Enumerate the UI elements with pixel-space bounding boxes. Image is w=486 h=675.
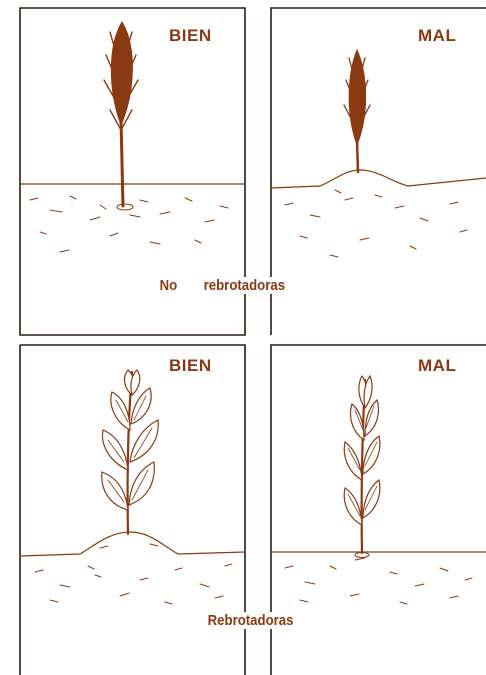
- caption-rebrotadoras-top: rebrotadoras: [201, 277, 288, 294]
- frame-top-left: [19, 7, 246, 336]
- frame-bottom-right: [270, 344, 486, 675]
- conifer-seedling-good: [19, 21, 246, 253]
- frame-top-right: [270, 7, 486, 335]
- soil-texture: [284, 189, 468, 258]
- soil-texture: [34, 543, 233, 605]
- broadleaf-seedling-bad: [270, 374, 486, 605]
- conifer-seedling-bad: [270, 48, 486, 258]
- panel-label-top-left: BIEN: [169, 26, 212, 45]
- caption-rebrotadoras-bottom: Rebrotadoras: [205, 612, 297, 629]
- soil-texture: [284, 552, 473, 605]
- caption-no: No: [157, 277, 180, 294]
- soil-texture: [29, 195, 229, 253]
- frame-bottom-left: [20, 344, 246, 675]
- panel-label-top-right: MAL: [418, 26, 457, 45]
- panel-label-bottom-right: MAL: [418, 356, 457, 375]
- broadleaf-seedling-good: [19, 369, 246, 605]
- panel-frames: [19, 7, 486, 675]
- panel-label-bottom-left: BIEN: [169, 356, 212, 375]
